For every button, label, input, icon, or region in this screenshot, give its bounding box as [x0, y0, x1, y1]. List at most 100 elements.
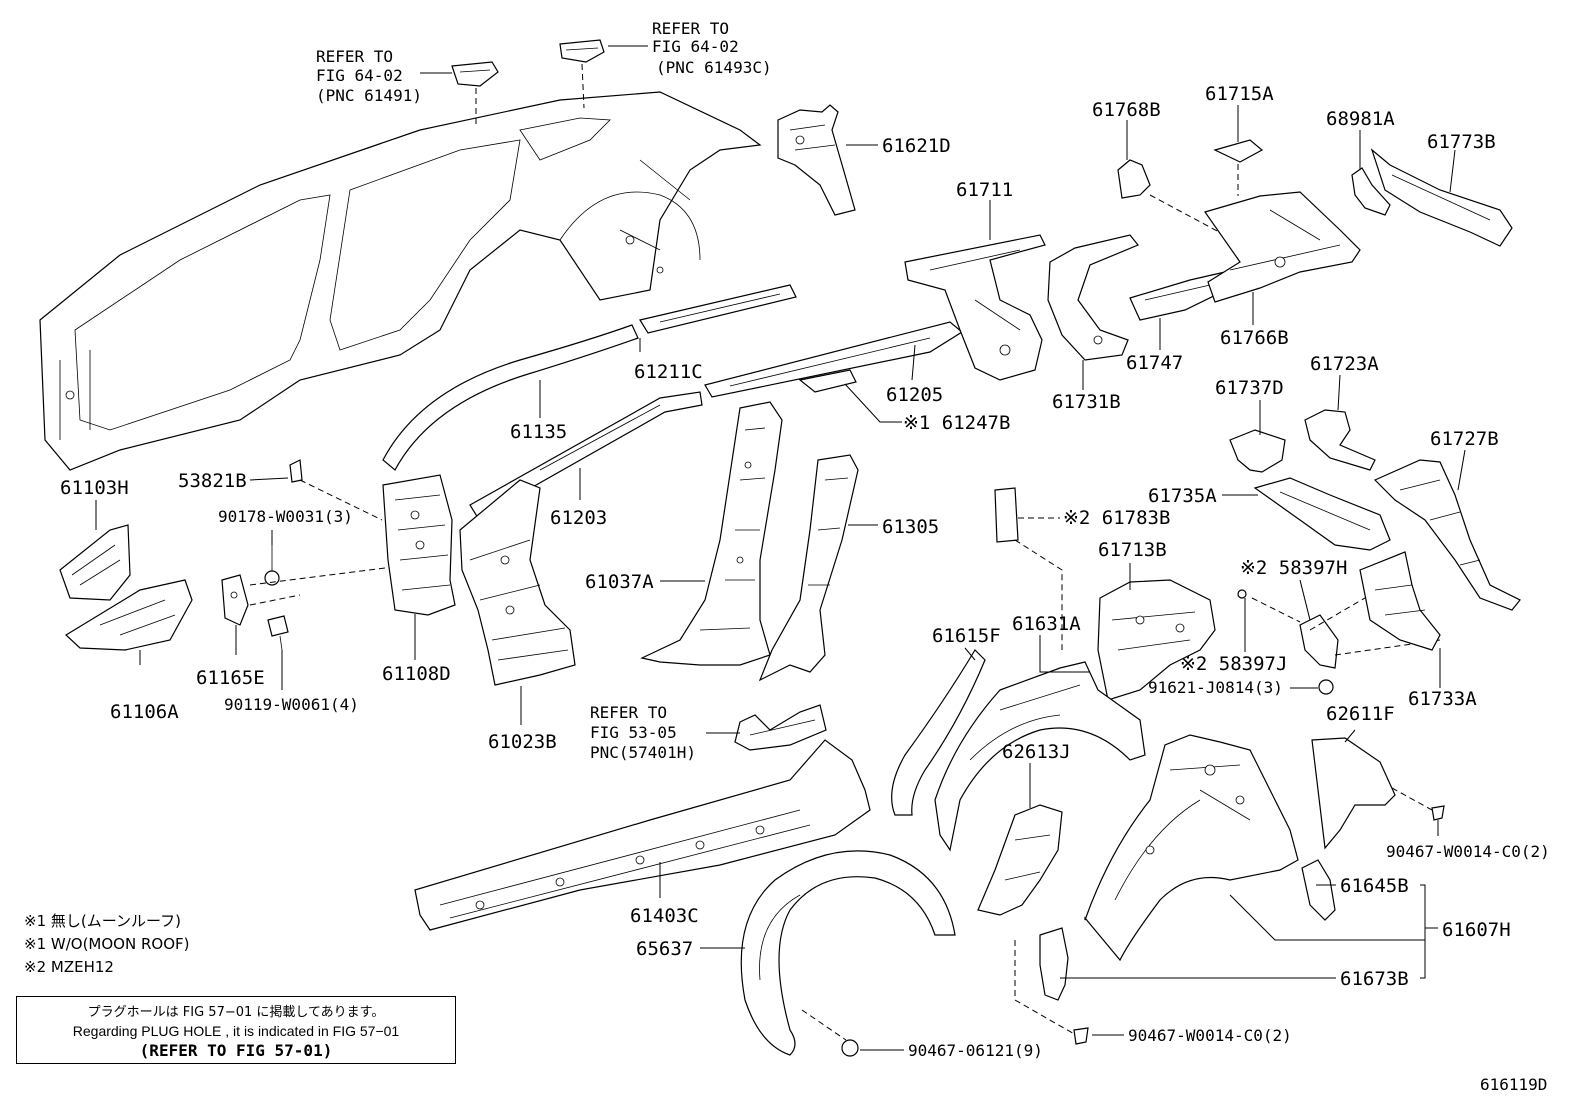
part-61023B — [459, 479, 576, 686]
label-61103H: 61103H — [60, 477, 129, 499]
part-61735A — [1253, 477, 1391, 551]
label-61621D: 61621D — [882, 135, 951, 157]
ref2-line3: (PNC 61493C) — [656, 58, 772, 77]
label-61713B: 61713B — [1098, 539, 1167, 561]
part-61103H — [59, 524, 131, 601]
ref2-line1: REFER TO — [652, 19, 729, 38]
part-61211C — [639, 284, 797, 334]
label-61631A: 61631A — [1012, 613, 1081, 635]
note-1: ※1 無し(ムーンルーフ) — [24, 912, 181, 930]
part-61135 — [382, 324, 639, 471]
label-61783B: ※2 61783B — [1063, 507, 1170, 529]
label-61727B: 61727B — [1430, 428, 1499, 450]
label-61108D: 61108D — [382, 663, 451, 685]
bolt-90119 — [267, 615, 289, 651]
part-61403C — [414, 739, 871, 931]
ref3-line2: FIG 53-05 — [590, 723, 677, 742]
bolt-91621 — [1318, 679, 1334, 695]
label-58397J: ※2 58397J — [1180, 653, 1287, 675]
plug-note-en: Regarding PLUG HOLE , it is indicated in… — [72, 1023, 400, 1039]
label-61747: 61747 — [1126, 352, 1183, 374]
part-61106A — [65, 579, 193, 651]
label-61733A: 61733A — [1408, 688, 1477, 710]
part-61768B — [1117, 159, 1151, 199]
label-61023B: 61023B — [488, 731, 557, 753]
label-90467a: 90467-W0014-C0(2) — [1386, 842, 1550, 861]
label-90178: 90178-W0031(3) — [218, 507, 353, 526]
label-58397H: ※2 58397H — [1240, 557, 1347, 579]
label-91621: 91621-J0814(3) — [1148, 678, 1283, 697]
label-61205: 61205 — [886, 384, 943, 406]
leader-lines — [95, 45, 1466, 1051]
label-61731B: 61731B — [1052, 391, 1121, 413]
part-61715A — [1213, 139, 1264, 163]
label-61735A: 61735A — [1148, 485, 1217, 507]
label-90467b: 90467-W0014-C0(2) — [1128, 1026, 1292, 1045]
label-68981A: 68981A — [1326, 108, 1395, 130]
label-62611F: 62611F — [1326, 703, 1395, 725]
ref1-line2: FIG 64-02 — [316, 66, 403, 85]
labels: REFER TO FIG 64-02 (PNC 61491) REFER TO … — [24, 19, 1550, 1094]
clip-90467-W0014-a — [1431, 805, 1445, 821]
ref3-line1: REFER TO — [590, 703, 667, 722]
label-62613J: 62613J — [1002, 741, 1071, 763]
part-62611F — [1311, 737, 1396, 850]
side-outer-panel — [39, 91, 762, 471]
part-58397J — [1237, 589, 1247, 599]
part-61645B — [1301, 859, 1336, 921]
clip-90467-06121 — [841, 1039, 859, 1057]
label-61673B: 61673B — [1340, 968, 1409, 990]
clip-61493C — [559, 39, 605, 63]
part-61247B — [798, 369, 857, 393]
label-65637: 65637 — [636, 938, 693, 960]
label-61615F: 61615F — [932, 625, 1001, 647]
part-65637 — [740, 850, 956, 1056]
part-58397H — [1299, 614, 1339, 669]
part-62613J — [977, 804, 1063, 916]
part-61727B — [1373, 459, 1521, 611]
label-61723A: 61723A — [1310, 353, 1379, 375]
label-61773B: 61773B — [1427, 131, 1496, 153]
part-61108D — [382, 474, 456, 616]
plug-note-ref: (REFER TO FIG 57-01) — [139, 1041, 333, 1060]
ref1-line3: (PNC 61491) — [316, 86, 422, 105]
label-61403C: 61403C — [630, 905, 699, 927]
label-61165E: 61165E — [196, 667, 265, 689]
label-61247B: ※1 61247B — [903, 412, 1010, 434]
label-61106A: 61106A — [110, 701, 179, 723]
note-3: ※2 MZEH12 — [24, 958, 114, 976]
part-61773B — [1370, 148, 1513, 247]
label-90119: 90119-W0061(4) — [224, 695, 359, 714]
label-61037A: 61037A — [585, 571, 654, 593]
part-61783B — [994, 487, 1019, 543]
part-61615F — [891, 649, 986, 816]
label-53821B: 53821B — [178, 470, 247, 492]
clip-90467-W0014-b — [1073, 1027, 1089, 1045]
label-61135: 61135 — [510, 421, 567, 443]
part-61711 — [904, 234, 1046, 381]
label-90467c: 90467-06121(9) — [908, 1041, 1043, 1060]
bracket-61165E — [221, 574, 249, 626]
part-61733A — [1359, 551, 1441, 651]
part-61621D — [777, 104, 856, 216]
plug-hole-note: プラグホールは FIG 57−01 に掲載してあります。 Regarding P… — [16, 996, 456, 1064]
figure-code: 616119D — [1480, 1075, 1547, 1094]
label-61715A: 61715A — [1205, 83, 1274, 105]
part-68981A — [1351, 167, 1391, 216]
part-61673B — [1039, 927, 1069, 1001]
clip-61491 — [451, 61, 499, 87]
part-61037A — [640, 401, 783, 666]
label-61203: 61203 — [550, 507, 607, 529]
ref3-line3: PNC(57401H) — [590, 743, 696, 762]
label-61645B: 61645B — [1340, 875, 1409, 897]
part-61305 — [758, 454, 859, 682]
ref1-line1: REFER TO — [316, 47, 393, 66]
part-61631A — [934, 661, 1146, 852]
label-61711: 61711 — [956, 179, 1013, 201]
label-61305: 61305 — [882, 516, 939, 538]
part-61766B — [1204, 191, 1361, 303]
part-57401H — [734, 704, 827, 751]
note-2: ※1 W/O(MOON ROOF) — [24, 935, 189, 953]
part-61713B — [1097, 579, 1216, 701]
